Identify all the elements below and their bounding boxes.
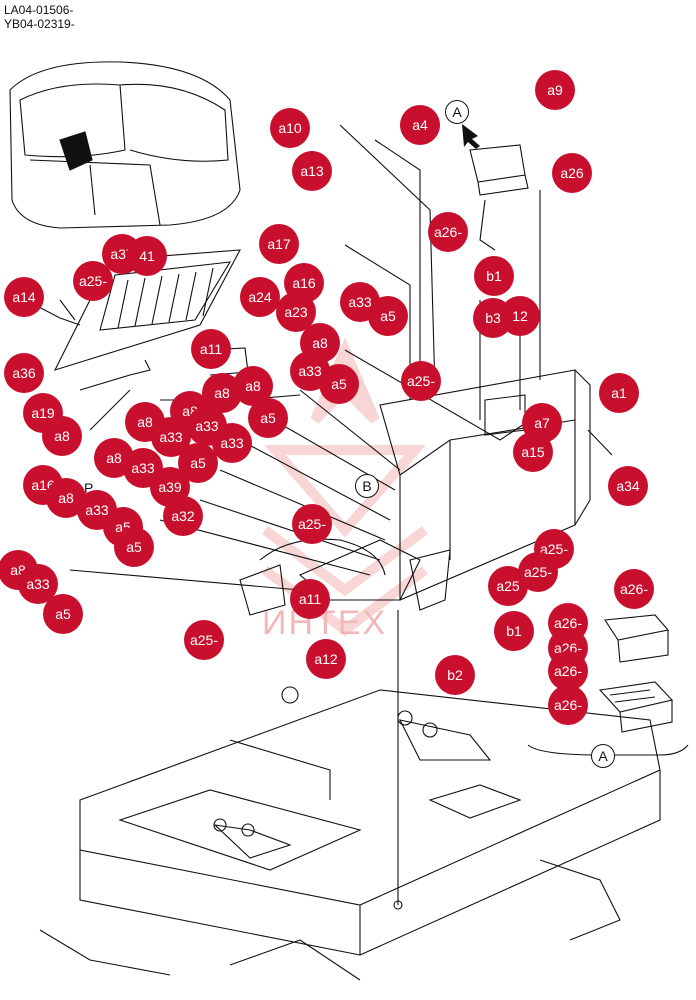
- part-badge[interactable]: a11: [290, 579, 330, 619]
- part-badge[interactable]: a9: [535, 70, 575, 110]
- part-badge[interactable]: a5: [368, 296, 408, 336]
- letter-p-label: P: [84, 480, 94, 496]
- part-badge[interactable]: a26-: [548, 651, 588, 691]
- serial-number-range: LA04-01506- YB04-02319-: [4, 3, 75, 31]
- serial-line-2: YB04-02319-: [4, 17, 75, 31]
- part-badge[interactable]: a4: [400, 105, 440, 145]
- part-badge[interactable]: b1: [494, 611, 534, 651]
- part-badge[interactable]: a25-: [73, 261, 113, 301]
- part-badge[interactable]: a14: [4, 277, 44, 317]
- part-badge[interactable]: a5: [248, 398, 288, 438]
- part-badge[interactable]: a13: [292, 151, 332, 191]
- part-badge[interactable]: a15: [513, 432, 553, 472]
- part-badge[interactable]: 12: [500, 296, 540, 336]
- view-a-callout: A: [445, 100, 469, 124]
- chassis-frame-outline: [39, 689, 661, 981]
- view-a-arrow-icon: [462, 124, 480, 149]
- part-badge[interactable]: a1: [599, 373, 639, 413]
- cab-outline: [9, 61, 241, 229]
- part-badge[interactable]: a17: [259, 224, 299, 264]
- part-badge[interactable]: a10: [270, 108, 310, 148]
- part-badge[interactable]: a34: [608, 466, 648, 506]
- view-a-detail-callout: A: [591, 744, 615, 768]
- view-b-callout: B: [355, 474, 379, 498]
- part-badge[interactable]: a36: [4, 353, 44, 393]
- part-badge[interactable]: b2: [435, 655, 475, 695]
- part-badge[interactable]: a11: [191, 329, 231, 369]
- part-badge[interactable]: a33: [212, 423, 252, 463]
- part-badge[interactable]: a5: [114, 527, 154, 567]
- part-badge[interactable]: a33: [340, 282, 380, 322]
- part-badge[interactable]: a26-: [548, 685, 588, 725]
- part-badge[interactable]: a25-: [518, 552, 558, 592]
- part-badge[interactable]: a26: [552, 153, 592, 193]
- part-badge[interactable]: a5: [319, 364, 359, 404]
- part-badge[interactable]: a25-: [292, 504, 332, 544]
- part-badge[interactable]: a24: [240, 277, 280, 317]
- serial-line-1: LA04-01506-: [4, 3, 74, 17]
- part-badge[interactable]: 41: [127, 236, 167, 276]
- part-badge[interactable]: a12: [306, 639, 346, 679]
- part-badge[interactable]: a25-: [534, 529, 574, 569]
- part-badge[interactable]: b1: [474, 256, 514, 296]
- part-badge[interactable]: a8: [0, 550, 38, 590]
- part-badge[interactable]: a25-: [401, 361, 441, 401]
- part-badge[interactable]: a8: [42, 416, 82, 456]
- part-badge[interactable]: a5: [43, 594, 83, 634]
- core-unit-outline: [53, 249, 241, 371]
- part-badge[interactable]: a25-: [184, 620, 224, 660]
- part-badge[interactable]: a26-: [614, 569, 654, 609]
- part-badge[interactable]: a26-: [428, 212, 468, 252]
- part-badge[interactable]: a32: [163, 496, 203, 536]
